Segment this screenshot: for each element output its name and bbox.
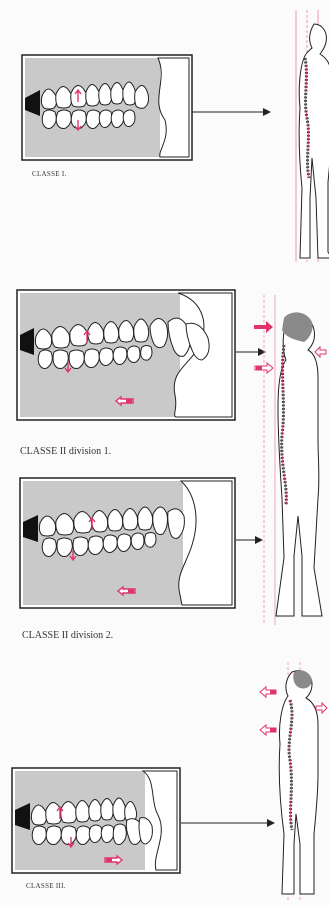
class3-jaw-panel bbox=[12, 768, 180, 873]
class2-div1-caption: CLASSE II division 1. bbox=[20, 446, 111, 457]
class3-caption: CLASSE III. bbox=[26, 882, 66, 890]
class2-div1-jaw-panel bbox=[17, 290, 235, 420]
class1-jaw-panel bbox=[22, 55, 192, 160]
class2-div2-jaw-panel bbox=[20, 478, 235, 608]
class2-div2-caption: CLASSE II division 2. bbox=[22, 630, 113, 641]
class2-body-figure bbox=[264, 295, 322, 625]
class1-caption: CLASSE I. bbox=[32, 170, 67, 178]
class3-body-figure bbox=[279, 662, 318, 900]
class1-body-figure bbox=[296, 10, 329, 262]
